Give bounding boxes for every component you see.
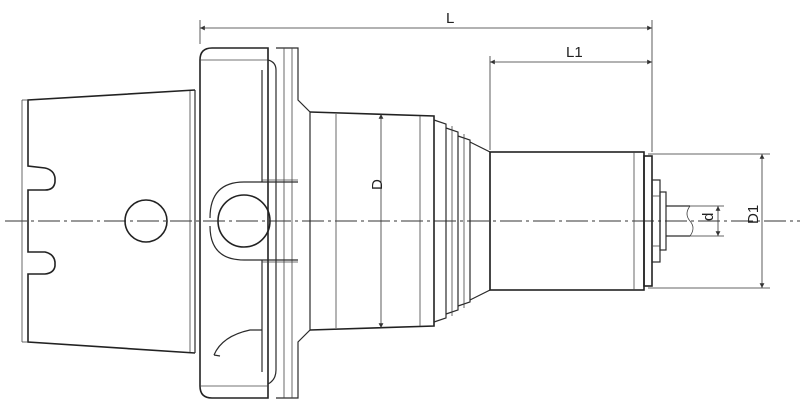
shank [21, 89, 196, 354]
dimension-L1: L1 [489, 44, 652, 150]
flange [199, 47, 311, 399]
flange-hole [217, 194, 271, 248]
label-L1: L1 [566, 44, 583, 61]
label-d: d [700, 213, 717, 221]
nose [489, 151, 694, 291]
label-D: D [369, 179, 386, 190]
label-L: L [446, 10, 454, 27]
dimension-d: d [668, 205, 724, 237]
shank-hole [124, 199, 168, 243]
dimension-L: L [199, 10, 653, 152]
dimension-D1: D1 [648, 153, 770, 289]
label-D1: D1 [745, 205, 762, 224]
dimension-D: D [369, 114, 386, 328]
